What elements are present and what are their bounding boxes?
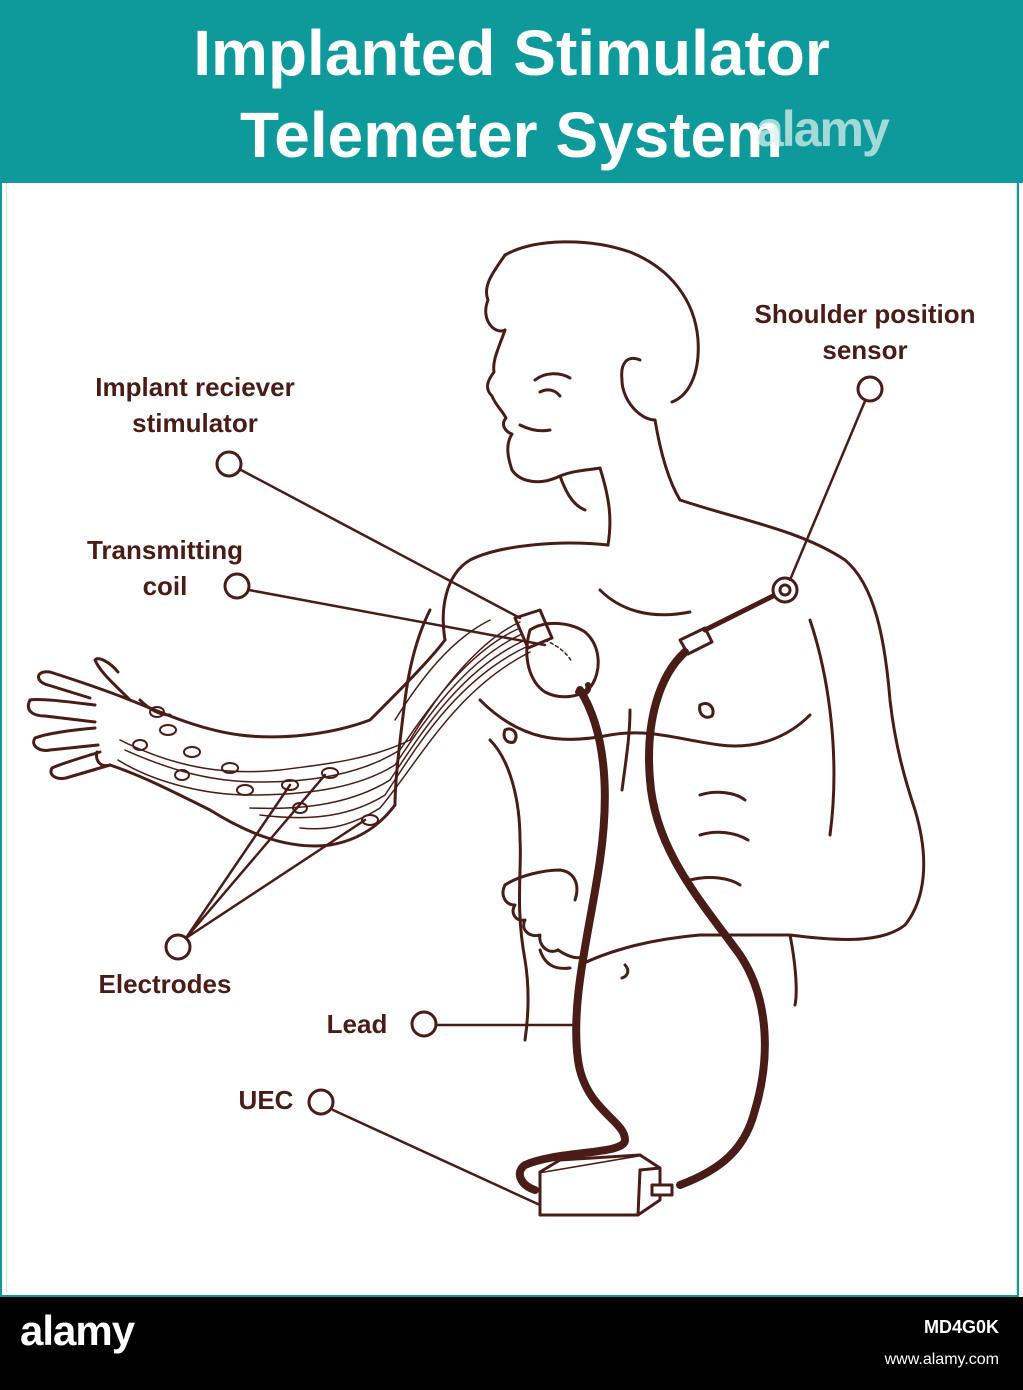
label-shoulder-line2: sensor <box>720 332 1010 368</box>
electrodes-callout-marker <box>166 935 190 959</box>
footer-brand-logo: alamy <box>20 1307 134 1355</box>
implant-callout-marker <box>217 452 241 476</box>
lead-callout-marker <box>412 1012 436 1036</box>
arm-outline <box>28 640 445 846</box>
label-implant-receiver: Implant reciever stimulator <box>60 369 330 441</box>
label-uec: UEC <box>226 1082 306 1118</box>
implant-device <box>515 610 598 697</box>
footer-image-id: MD4G0K <box>924 1317 999 1338</box>
label-implant-line1: Implant reciever <box>60 369 330 405</box>
label-transmitting-coil: Transmitting coil <box>55 532 275 604</box>
label-coil-line1: Transmitting <box>55 532 275 568</box>
stock-footer: alamy MD4G0K www.alamy.com <box>0 1297 1023 1390</box>
torso-outline <box>395 500 924 1040</box>
uec-box <box>540 1155 672 1215</box>
label-implant-line2: stimulator <box>60 405 330 441</box>
arm-electrode-nodes <box>133 707 378 825</box>
label-shoulder-sensor: Shoulder position sensor <box>720 296 1010 368</box>
label-electrodes: Electrodes <box>70 966 260 1002</box>
label-lead: Lead <box>312 1006 402 1042</box>
label-shoulder-line1: Shoulder position <box>720 296 1010 332</box>
uec-callout-marker <box>309 1090 333 1114</box>
shoulder-sensor <box>680 578 797 654</box>
shoulder-callout-marker <box>858 377 882 401</box>
label-coil-line2: coil <box>55 568 275 604</box>
head-outline <box>486 242 699 545</box>
footer-site-link[interactable]: www.alamy.com <box>885 1351 999 1369</box>
left-hand-outline <box>503 870 585 968</box>
arm-wires <box>118 620 530 829</box>
